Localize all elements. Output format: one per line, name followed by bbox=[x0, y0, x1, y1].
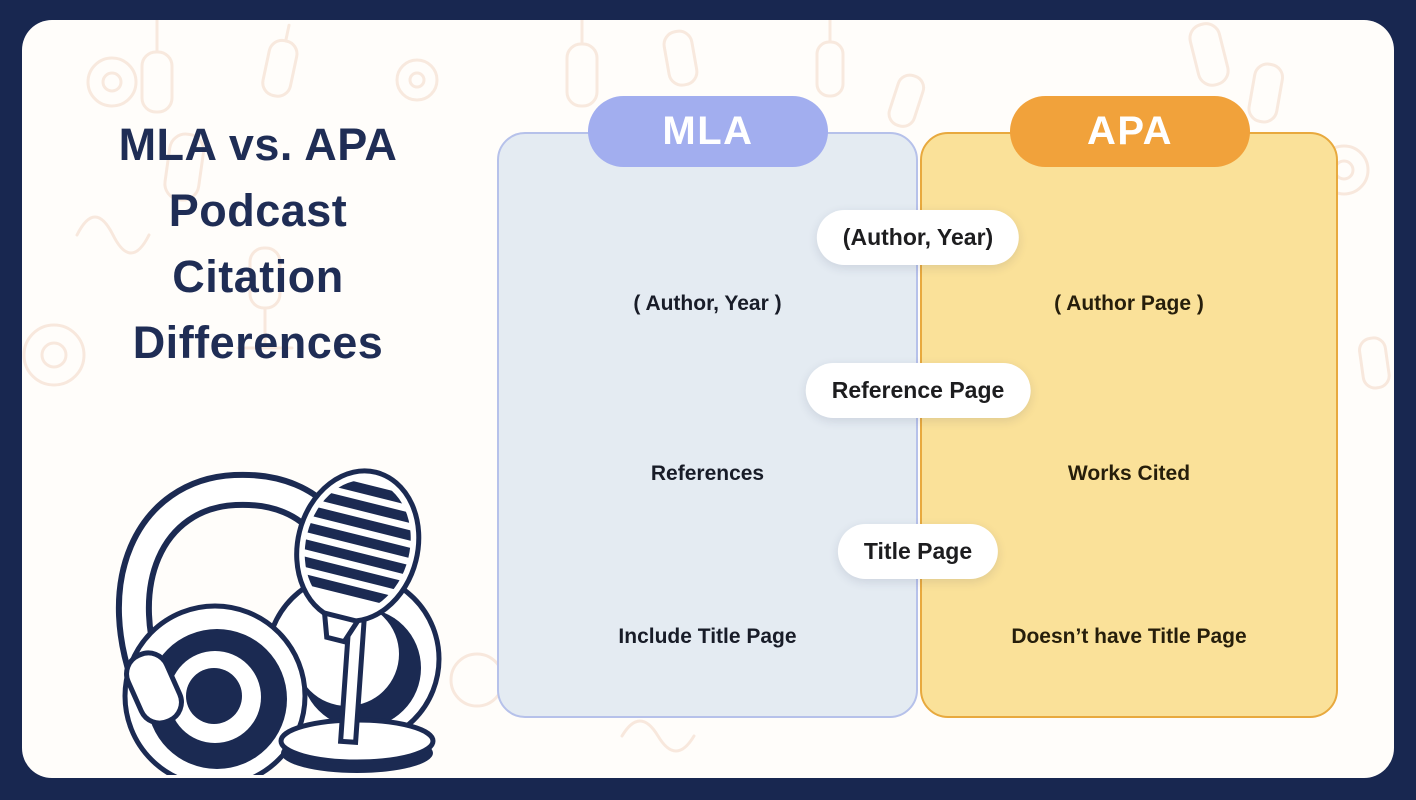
center-label-reference-page: Reference Page bbox=[805, 363, 1031, 418]
mla-reference-page-value: References bbox=[650, 462, 765, 485]
center-label-title-page: Title Page bbox=[837, 524, 999, 579]
center-label-author-year: (Author, Year) bbox=[816, 210, 1020, 265]
title-line-2: Podcast bbox=[168, 185, 348, 236]
apa-header-pill: APA bbox=[1010, 96, 1250, 167]
microphone-icon bbox=[278, 468, 436, 773]
headphones-and-microphone-illustration bbox=[115, 468, 442, 775]
page-title: MLA vs. APA Podcast Citation Differences bbox=[58, 112, 458, 376]
title-line-3: Citation bbox=[172, 251, 344, 302]
apa-in-text-citation: ( Author Page ) bbox=[1054, 292, 1204, 315]
apa-reference-page-value: Works Cited bbox=[1067, 462, 1191, 485]
title-line-1: MLA vs. APA bbox=[118, 119, 398, 170]
mla-header-pill: MLA bbox=[588, 96, 828, 167]
mla-in-text-citation: ( Author, Year ) bbox=[633, 292, 782, 315]
mla-title-page-value: Include Title Page bbox=[618, 625, 797, 648]
title-line-4: Differences bbox=[132, 317, 384, 368]
background-doodle-pattern bbox=[22, 20, 1391, 753]
apa-title-page-value: Doesn’t have Title Page bbox=[1011, 625, 1247, 648]
content-panel: MLA vs. APA Podcast Citation Differences… bbox=[22, 20, 1394, 778]
